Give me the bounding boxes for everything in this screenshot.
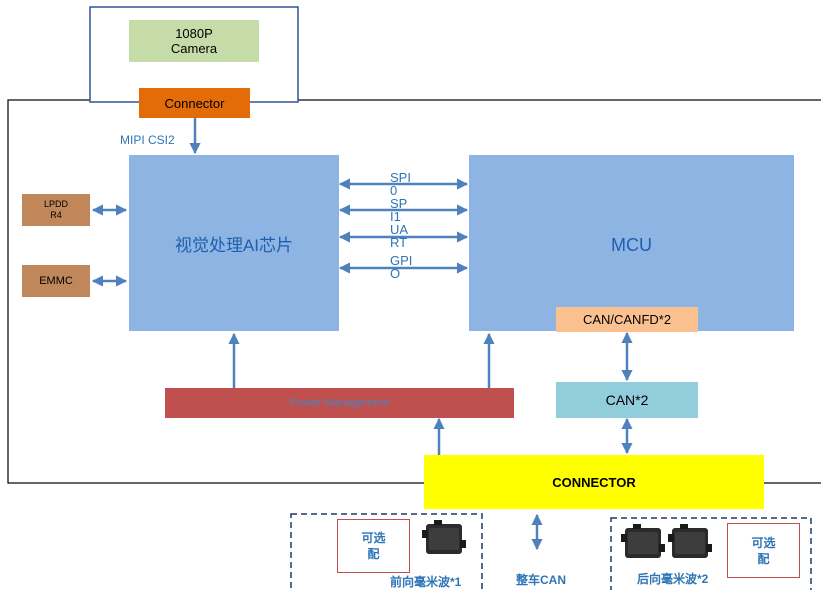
optional-front-box: 可选 配 [337, 519, 410, 573]
emmc-label: EMMC [39, 275, 73, 287]
camera-connector: Connector [139, 88, 250, 118]
lpddr-block: LPDD R4 [22, 194, 90, 226]
board-outline [7, 99, 821, 484]
optional-rear-line2: 配 [757, 551, 770, 566]
bus-label-spi1: SP I1 [390, 197, 407, 223]
mcu-block: MCU [469, 155, 794, 331]
vehicle-can-label: 整车CAN [516, 573, 566, 587]
can-canfd-block: CAN/CANFD*2 [556, 307, 698, 332]
power-management-block: Power Management [165, 388, 514, 418]
power-management-label: Power Management [290, 397, 389, 409]
bus-label-spi1-a: SP [390, 196, 408, 211]
bus-label-uart-b: RT [390, 235, 408, 250]
vision-ai-chip-label: 视觉处理AI芯片 [174, 235, 294, 255]
front-radar-group-outline [290, 513, 483, 590]
rear-radar-group-outline [610, 517, 812, 590]
optional-front-line2: 配 [367, 547, 380, 561]
vision-ai-chip-block: 视觉处理AI芯片 [129, 155, 339, 331]
emmc-block: EMMC [22, 265, 90, 297]
bus-label-spi1-b: I1 [390, 209, 401, 224]
bus-label-gpio-b: O [390, 266, 401, 281]
can2-block: CAN*2 [556, 382, 698, 418]
rear-radar-sensor-icon-2 [668, 524, 712, 558]
bus-label-spi0: SPI 0 [390, 171, 411, 197]
lpddr-line1: LPDD [43, 199, 68, 209]
optional-rear-line1: 可选 [751, 535, 776, 550]
mcu-label: MCU [611, 234, 652, 255]
lpddr-line2: R4 [50, 210, 62, 220]
can2-label: CAN*2 [605, 392, 649, 408]
front-radar-sensor-icon [422, 520, 466, 554]
camera-line2: Camera [170, 41, 218, 56]
bus-label-uart: UA RT [390, 223, 408, 249]
rear-radar-sensor-icon-1 [621, 524, 665, 558]
bus-label-uart-a: UA [390, 222, 409, 237]
camera-connector-label: Connector [164, 95, 225, 111]
bus-label-spi0-b: 0 [390, 183, 398, 198]
optional-front-line1: 可选 [361, 531, 386, 545]
main-connector-label: CONNECTOR [552, 474, 636, 490]
bus-label-spi0-a: SPI [390, 170, 411, 185]
main-connector-block: CONNECTOR [424, 455, 764, 509]
front-radar-label: 前向毫米波*1 [390, 575, 462, 589]
bus-label-gpio-a: GPI [390, 253, 413, 268]
optional-rear-box: 可选 配 [727, 523, 800, 578]
rear-radar-label: 后向毫米波*2 [637, 572, 709, 586]
mipi-label: MIPI CSI2 [120, 133, 175, 147]
camera-line1: 1080P [175, 26, 213, 41]
camera-block: 1080P Camera [129, 20, 259, 62]
bus-label-gpio: GPI O [390, 254, 412, 280]
can-canfd-label: CAN/CANFD*2 [582, 312, 672, 327]
